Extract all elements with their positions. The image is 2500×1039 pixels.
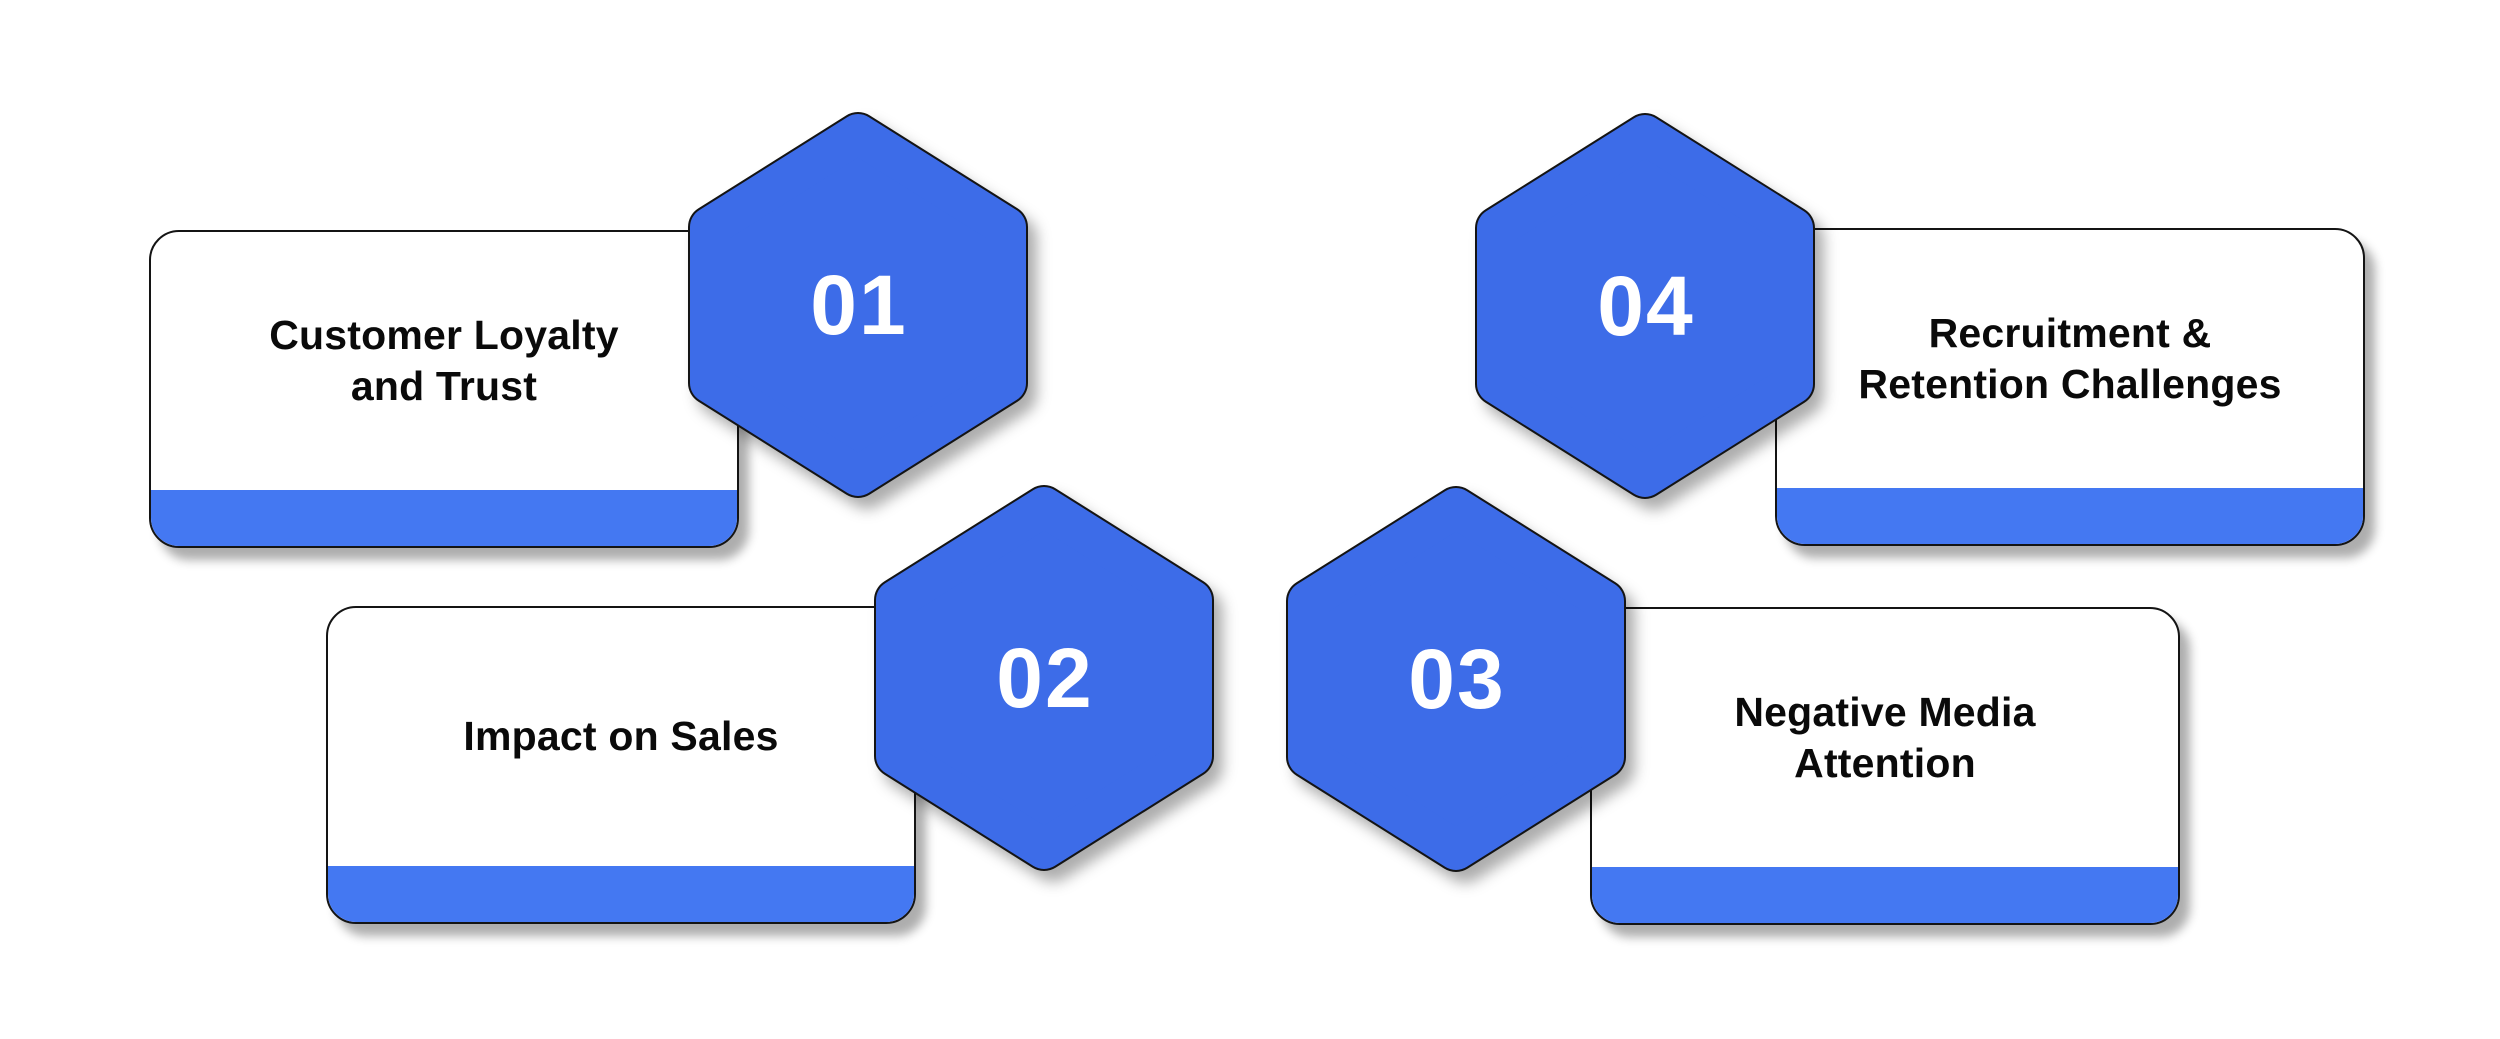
step-card-04: Recruitment & Retention Challenges — [1775, 228, 2365, 546]
hexagon-icon — [1286, 486, 1626, 872]
hexagon-icon — [1475, 113, 1815, 499]
card-accent-bar-01 — [151, 490, 737, 546]
step-card-03: Negative Media Attention — [1590, 607, 2180, 925]
step-title-01: Customer Loyalty and Trust — [269, 311, 619, 409]
step-number-03: 03 — [1408, 632, 1506, 726]
hexagon-icon — [688, 112, 1028, 498]
hexagon-icon — [874, 485, 1214, 871]
step-number-02: 02 — [996, 631, 1094, 725]
step-title-04: Recruitment & Retention Challenges — [1858, 309, 2282, 407]
step-card-02: Impact on Sales — [326, 606, 916, 924]
card-accent-bar-02 — [328, 866, 914, 922]
hexagon-badge-03: 03 — [1286, 486, 1626, 872]
step-card-01: Customer Loyalty and Trust — [149, 230, 739, 548]
card-accent-bar-04 — [1777, 488, 2363, 544]
hexagon-badge-04: 04 — [1475, 113, 1815, 499]
hexagon-badge-01: 01 — [688, 112, 1028, 498]
card-accent-bar-03 — [1592, 867, 2178, 923]
step-title-03: Negative Media Attention — [1734, 688, 2036, 786]
step-title-02: Impact on Sales — [463, 713, 779, 760]
step-number-01: 01 — [810, 258, 908, 352]
step-number-04: 04 — [1597, 259, 1695, 353]
hexagon-badge-02: 02 — [874, 485, 1214, 871]
